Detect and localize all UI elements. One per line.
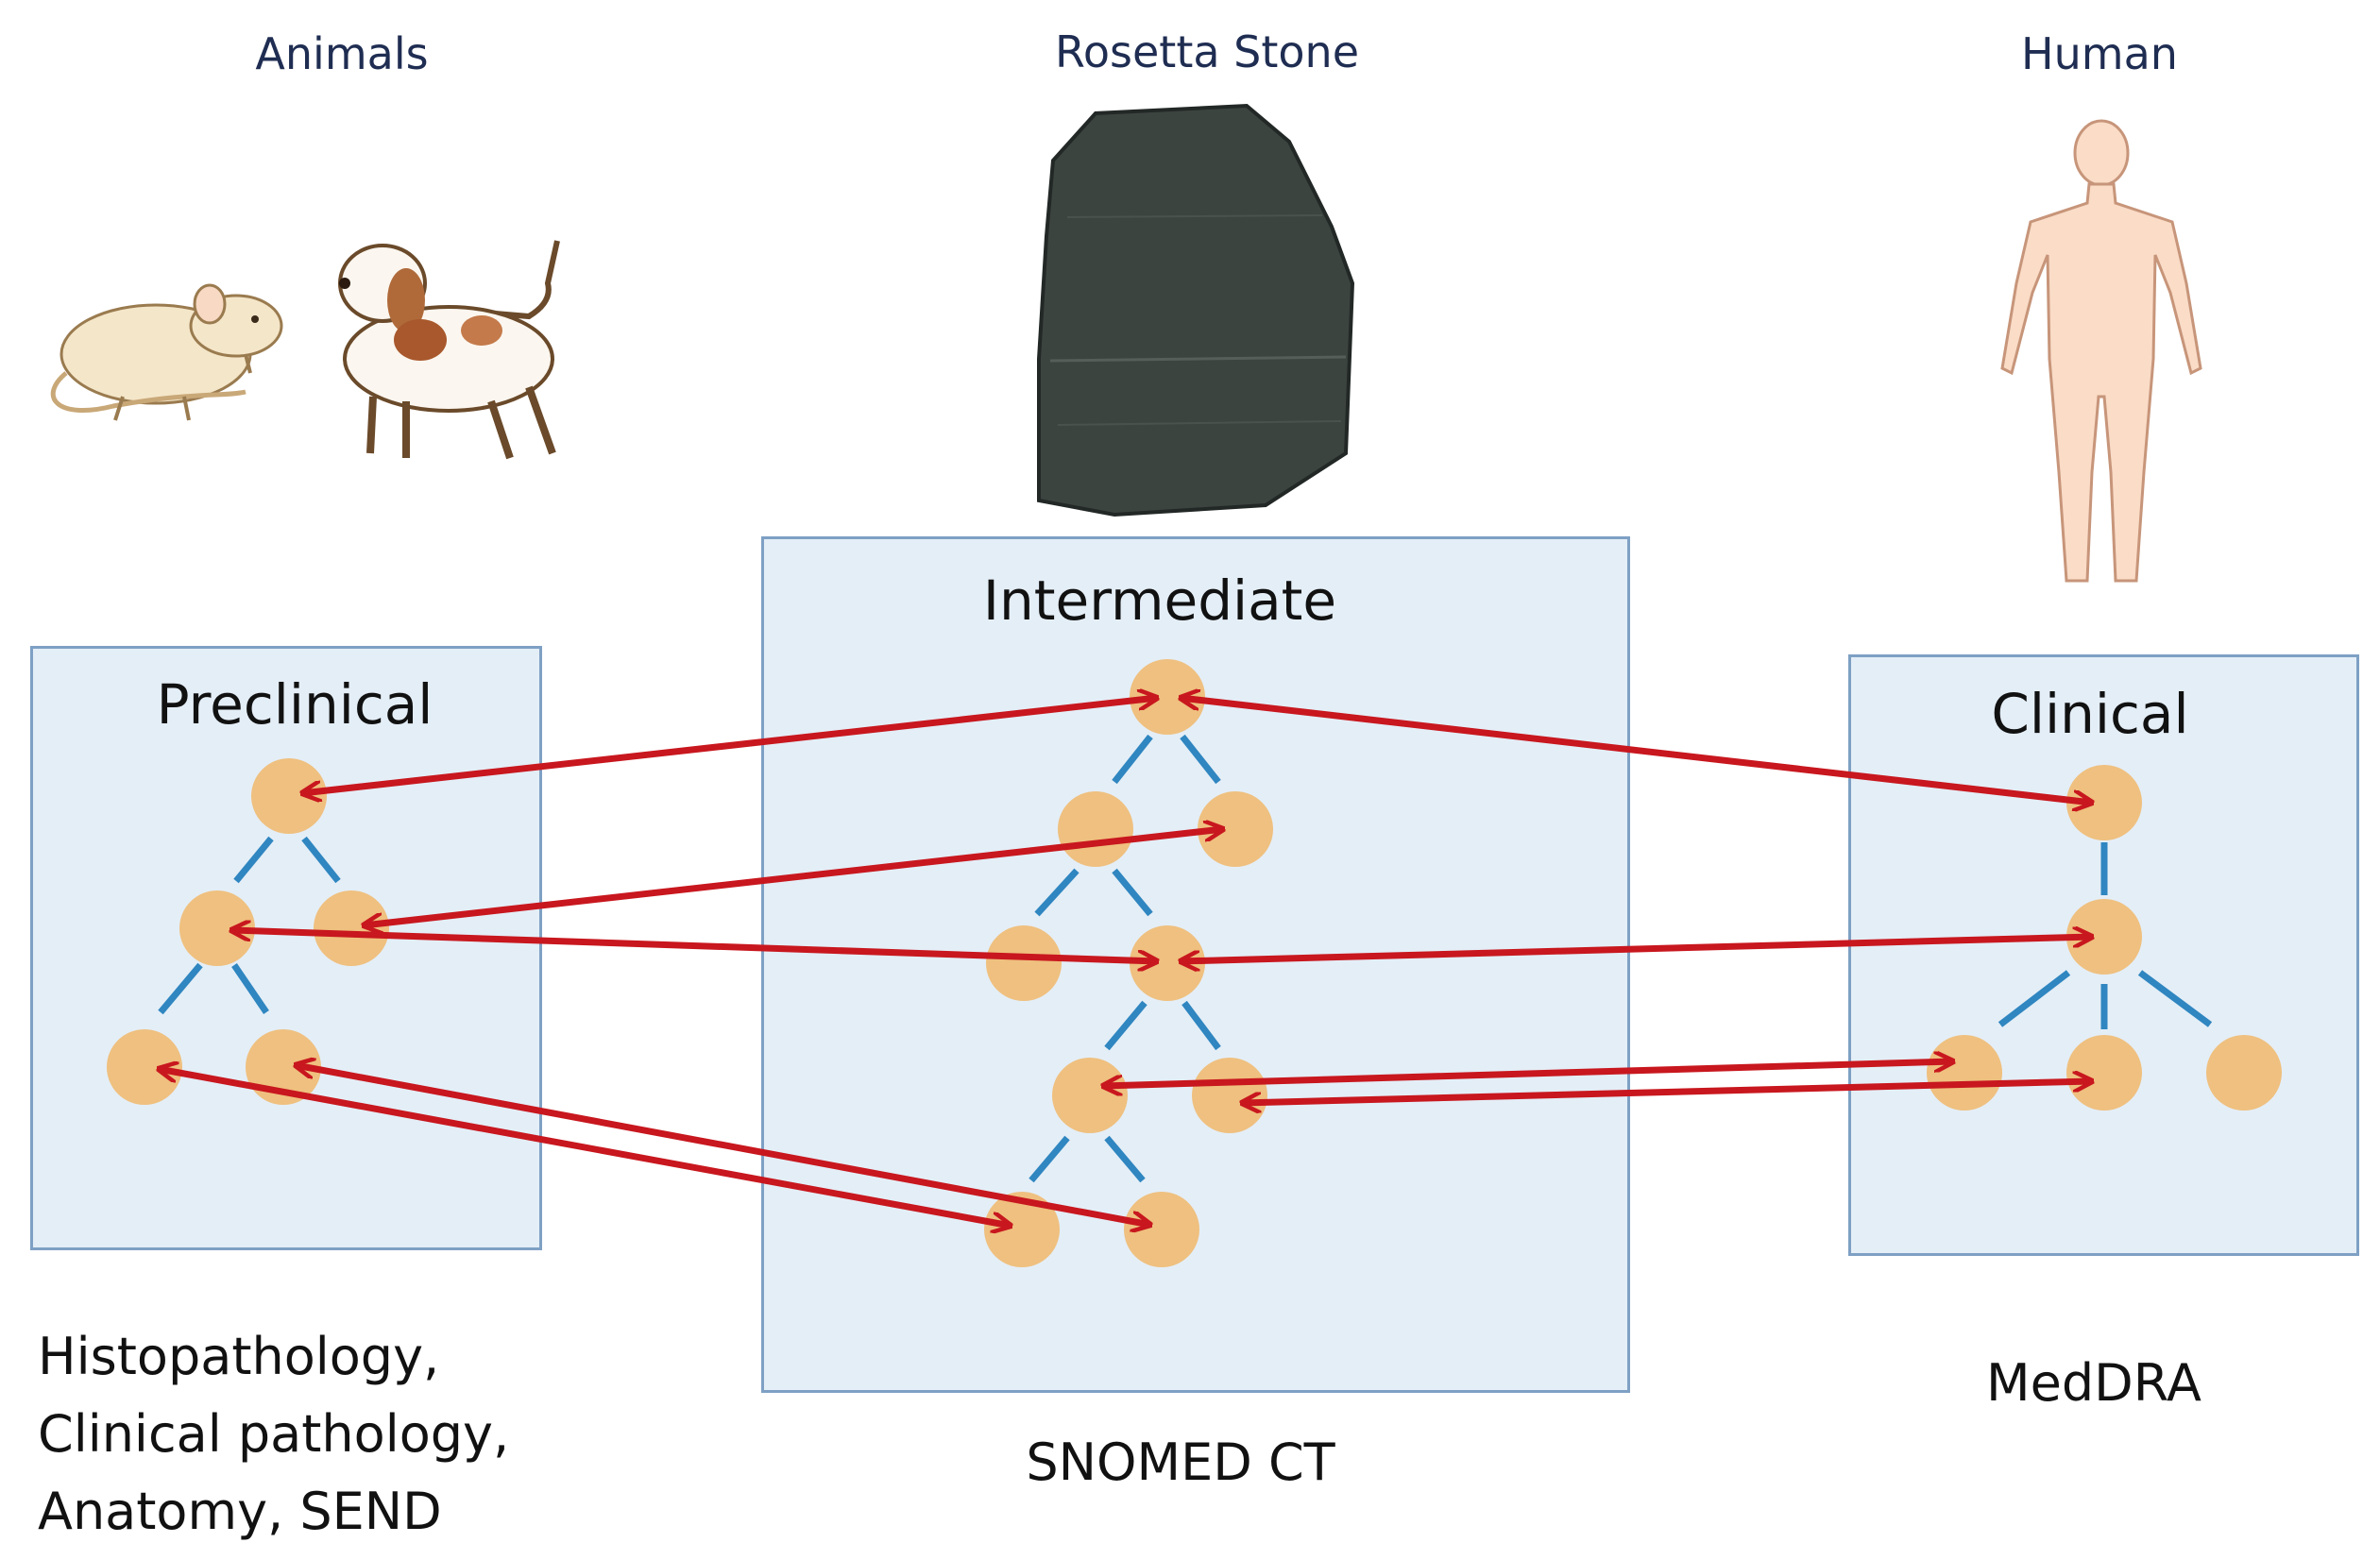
intermediate-node: [1058, 791, 1133, 867]
tree-edge: [1028, 1135, 1070, 1183]
tree-edge: [1112, 868, 1153, 917]
intermediate-node: [1052, 1058, 1128, 1133]
tree-edge: [231, 963, 269, 1014]
rosetta-stone-icon: [1037, 103, 1355, 517]
clinical-node: [1927, 1035, 2002, 1111]
tree-edge: [233, 836, 274, 884]
mapping-arrow: [1181, 698, 2092, 803]
preclinical-node: [314, 890, 389, 966]
mapping-arrows: [159, 698, 2092, 1226]
tree-edge: [1182, 1000, 1221, 1051]
intermediate-node: [1124, 1192, 1199, 1267]
tree-edge: [1034, 868, 1080, 917]
tree-edge: [1112, 734, 1153, 785]
clinical-node: [2066, 1035, 2142, 1111]
tree-edge: [2137, 970, 2213, 1027]
vocab-line: Histopathology,: [38, 1327, 440, 1386]
clinical-title: Clinical: [1991, 682, 2189, 746]
tree-edge: [1104, 1135, 1146, 1183]
mapping-arrow: [1181, 937, 2092, 961]
rosetta-stone-header: Rosetta Stone: [1054, 26, 1360, 77]
mapping-arrow: [302, 698, 1157, 793]
human-header: Human: [2021, 28, 2178, 79]
mapping-arrow: [159, 1069, 1011, 1226]
intermediate-vocabulary: SNOMED CT: [1026, 1433, 1335, 1492]
animals-header: Animals: [255, 28, 429, 79]
clinical-vocabulary: MedDRA: [1986, 1353, 2202, 1413]
mapping-arrow: [231, 930, 1157, 961]
intermediate-title: Intermediate: [982, 568, 1337, 633]
tree-edge: [1180, 734, 1221, 785]
mapping-arrow: [296, 1065, 1150, 1225]
vocab-line: Clinical pathology,: [38, 1404, 510, 1464]
intermediate-node: [986, 925, 1062, 1001]
tree-edge: [301, 836, 341, 884]
preclinical-node: [107, 1029, 182, 1105]
dog-icon: [338, 240, 560, 460]
preclinical-node: [251, 758, 327, 834]
tree-edge: [1998, 970, 2071, 1027]
preclinical-vocabularies: Histopathology, Clinical pathology, Anat…: [38, 1318, 509, 1551]
human-figure-icon: [2000, 119, 2202, 583]
tree-edge: [158, 962, 203, 1015]
tree-edge: [1104, 1000, 1148, 1051]
vocab-line: Anatomy, SEND: [38, 1482, 442, 1541]
mapping-arrow: [1242, 1081, 2092, 1103]
clinical-node: [2206, 1035, 2282, 1111]
intermediate-node: [1192, 1058, 1267, 1133]
preclinical-title: Preclinical: [156, 672, 434, 737]
rat-icon: [50, 283, 283, 421]
mapping-arrow: [364, 829, 1223, 925]
